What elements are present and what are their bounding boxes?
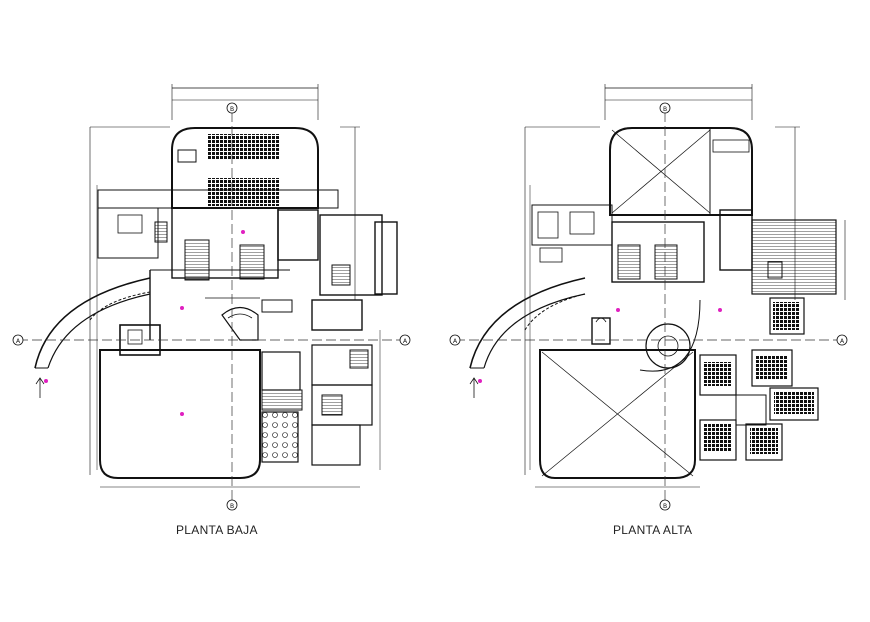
marker-dot xyxy=(241,230,245,234)
svg-text:B: B xyxy=(230,106,234,113)
plan-label-planta-alta: PLANTA ALTA xyxy=(613,523,693,537)
svg-text:A: A xyxy=(453,338,458,345)
svg-text:A: A xyxy=(16,338,21,345)
grid-bubble-top-baja: B xyxy=(226,102,238,114)
svg-text:A: A xyxy=(840,338,845,345)
marker-dot xyxy=(44,379,48,383)
grid-bubble-right-baja: A xyxy=(399,334,411,346)
marker-dot xyxy=(180,412,184,416)
grid-bubble-left-baja: A xyxy=(12,334,24,346)
svg-text:B: B xyxy=(663,503,667,510)
plan-label-planta-baja: PLANTA BAJA xyxy=(176,523,258,537)
marker-dot xyxy=(718,308,722,312)
grid-bubble-bottom-baja: B xyxy=(226,499,238,511)
svg-text:B: B xyxy=(663,106,667,113)
planta-alta-drawing xyxy=(455,84,846,500)
marker-dot xyxy=(616,308,620,312)
marker-dot xyxy=(180,306,184,310)
grid-bubble-left-alta: A xyxy=(449,334,461,346)
svg-text:B: B xyxy=(230,503,234,510)
grid-bubble-top-alta: B xyxy=(659,102,671,114)
marker-dot xyxy=(478,379,482,383)
grid-bubble-right-alta: A xyxy=(836,334,848,346)
planta-baja-drawing xyxy=(18,84,405,500)
grid-bubble-bottom-alta: B xyxy=(659,499,671,511)
svg-text:A: A xyxy=(403,338,408,345)
